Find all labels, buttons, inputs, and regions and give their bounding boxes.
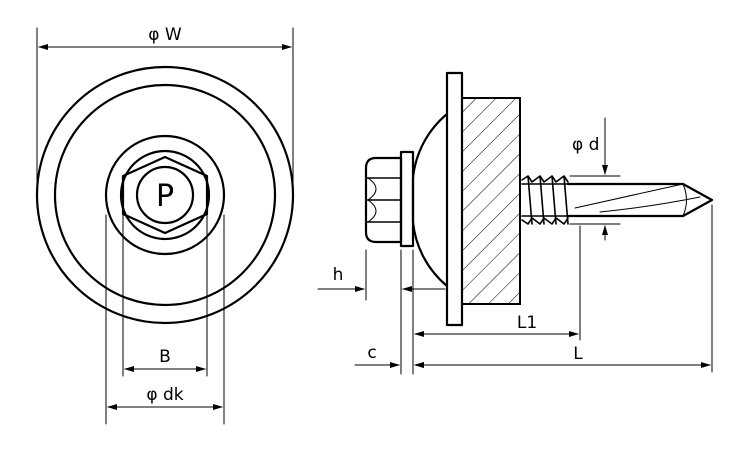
drill-point-shank — [566, 182, 714, 218]
d-label: φ d — [572, 135, 599, 155]
c-label: c — [367, 343, 376, 363]
washer-dome — [411, 112, 449, 288]
flange-circle — [104, 134, 226, 256]
p-mark-label: P — [156, 179, 174, 214]
hex-head-side — [364, 156, 403, 244]
drill-flute — [574, 183, 701, 217]
material-block — [461, 97, 521, 305]
washer-plate — [445, 71, 464, 327]
p-mark-circle — [135, 165, 195, 225]
hex-head-curve-1 — [367, 177, 377, 201]
w-label: φ W — [148, 25, 182, 45]
l1-label: L1 — [517, 313, 537, 333]
washer-inner-circle — [53, 83, 277, 307]
b-label: B — [159, 347, 171, 367]
side-view: φ d h c L1 L — [317, 71, 714, 375]
hex-head-curve-2 — [367, 199, 377, 223]
hex-head — [121, 155, 209, 235]
l-label: L — [573, 344, 583, 364]
screw-flange — [399, 150, 415, 248]
dk-label: φ dk — [146, 385, 183, 405]
h-label: h — [333, 265, 344, 285]
screw-thread — [521, 175, 569, 225]
top-view: P φ W B φ dk — [35, 25, 295, 425]
washer-outer-circle — [35, 65, 295, 325]
head-circle — [119, 149, 211, 241]
